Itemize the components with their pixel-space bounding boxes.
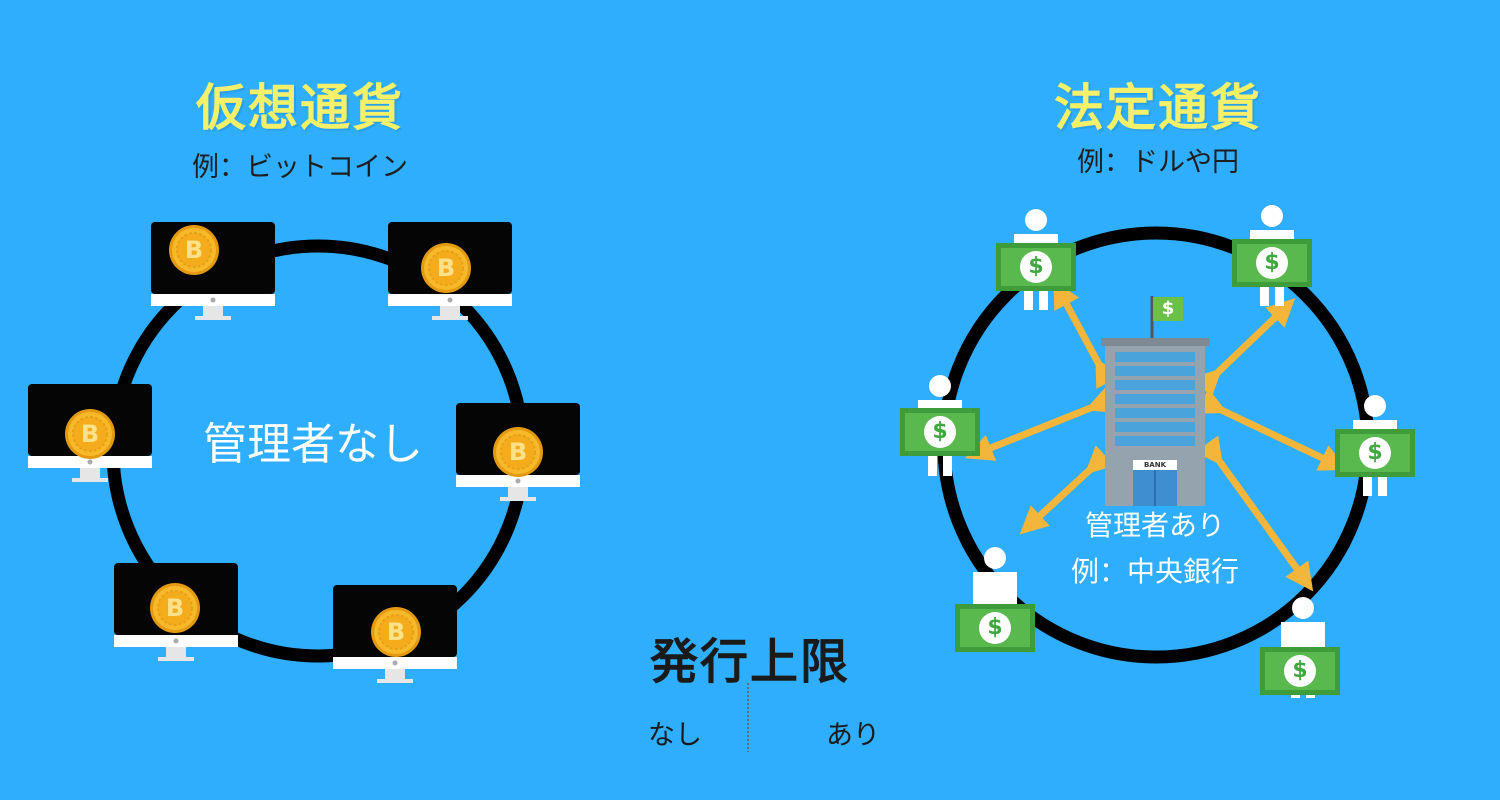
issuance-limit-exists: あり: [826, 720, 880, 751]
issuance-limit-none: なし: [648, 720, 702, 751]
bitcoin-icon: B: [436, 254, 456, 282]
transaction-arrows: [965, 279, 1348, 592]
dollar-bill-icon: $: [987, 615, 1003, 640]
bank-flag-dollar: $: [1161, 298, 1175, 319]
bank-building: [1101, 296, 1209, 506]
virtual-currency-title: 仮想通貨: [196, 79, 404, 137]
virtual-currency-example: 例：ビットコイン: [192, 152, 408, 183]
dollar-bill-icon: $: [1367, 440, 1383, 465]
bitcoin-icon: B: [165, 594, 185, 622]
dollar-bill-icon: $: [1264, 250, 1280, 275]
bitcoin-icon: B: [386, 618, 406, 646]
dollar-bill-icon: $: [1028, 254, 1044, 279]
fiat-currency-example: 例：ドルや円: [1077, 147, 1239, 178]
issuance-limit-title: 発行上限: [649, 634, 850, 690]
no-administrator-label: 管理者なし: [203, 419, 423, 470]
dollar-bill-icon: $: [932, 419, 948, 444]
central-bank-example: 例：中央銀行: [1070, 555, 1239, 588]
bitcoin-icon: B: [80, 420, 100, 448]
computer-node-top-left: [151, 222, 275, 320]
bitcoin-icon: B: [184, 236, 204, 264]
fiat-currency-title: 法定通貨: [1054, 79, 1262, 137]
bitcoin-icon: B: [508, 438, 528, 466]
has-administrator-label: 管理者あり: [1084, 509, 1225, 542]
bank-sign: BANK: [1143, 461, 1167, 469]
dollar-bill-icon: $: [1292, 658, 1308, 683]
